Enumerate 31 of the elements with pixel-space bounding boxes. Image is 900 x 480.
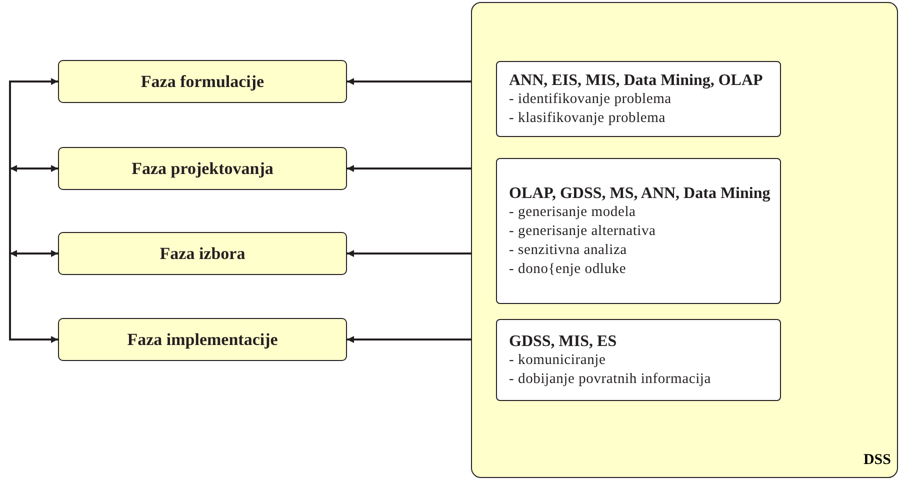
tool-box	[496, 61, 781, 137]
tool-list-heading: OLAP, GDSS, MS, ANN, Data Mining	[509, 184, 772, 202]
phase-box	[58, 318, 347, 361]
tool-list-heading: GDSS, MIS, ES	[509, 332, 618, 350]
tool-box	[496, 158, 781, 304]
phase-box	[58, 60, 347, 103]
panel-label: DSS	[863, 452, 891, 469]
task-item: - generisanje modela	[509, 202, 637, 222]
task-item: - dobijanje povratnih informacija	[509, 370, 712, 388]
arrow	[347, 250, 471, 257]
phase-box	[58, 232, 347, 275]
phase-label: Faza implementacije	[127, 330, 278, 350]
arrow	[9, 78, 58, 343]
task-item: - identifikovanje problema	[509, 90, 672, 108]
task-item: - komuniciranje	[509, 350, 607, 370]
phase-label: Faza formulacije	[140, 72, 264, 92]
dss-panel	[471, 2, 898, 478]
task-item: - dono{enje odluke	[509, 260, 628, 278]
task-item: - generisanje alternativa	[509, 222, 657, 240]
phase-label: Faza izbora	[160, 244, 246, 264]
phase-box	[58, 147, 347, 190]
arrow	[10, 165, 58, 172]
task-item: - senzitivna analiza	[509, 240, 628, 260]
task-item: - klasifikovanje problema	[509, 108, 666, 128]
arrow	[347, 336, 471, 343]
arrow	[347, 78, 471, 85]
phase-label: Faza projektovanja	[132, 158, 274, 178]
arrow	[10, 250, 58, 257]
tool-list-heading: ANN, EIS, MIS, Data Mining, OLAP	[509, 70, 764, 90]
arrow	[347, 165, 471, 172]
tool-box	[496, 319, 781, 401]
